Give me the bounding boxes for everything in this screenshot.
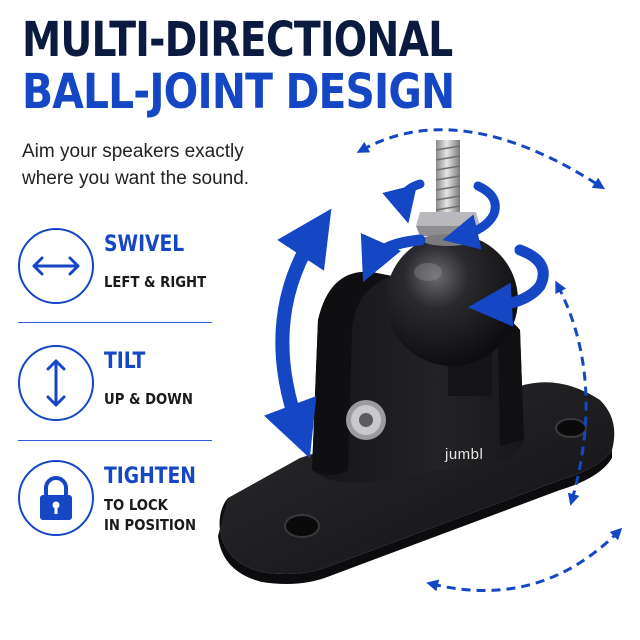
feature-tighten: TIGHTEN TO LOCK IN POSITION <box>18 460 218 552</box>
feature-tilt: TILT UP & DOWN <box>18 345 218 437</box>
divider <box>18 322 212 323</box>
feature-desc-tighten-line-1: TO LOCK <box>104 496 168 514</box>
feature-title-tighten: TIGHTEN <box>104 464 196 489</box>
padlock-icon <box>18 460 94 536</box>
feature-swivel: SWIVEL LEFT & RIGHT <box>18 228 218 320</box>
swivel-ring-arrow-top <box>382 179 425 224</box>
dashed-rotation-arc-top <box>356 128 606 190</box>
subtitle: Aim your speakers exactly where you want… <box>22 138 262 192</box>
side-bolt <box>346 400 386 440</box>
swivel-ring-arrow-top <box>442 181 500 250</box>
rotation-arrows <box>263 128 623 592</box>
swivel-ring-arrow-ball <box>360 232 426 283</box>
subtitle-line-2: where you want the sound. <box>22 168 250 189</box>
divider <box>18 440 212 441</box>
screw-hole <box>555 418 587 438</box>
headline-line-1: MULTI-DIRECTIONAL <box>22 12 453 68</box>
screw-hole <box>284 514 320 538</box>
tilt-arrow <box>263 208 332 459</box>
brand-logo-text: jumbl <box>445 446 484 463</box>
up-down-arrow-icon <box>18 345 94 421</box>
left-right-arrow-icon <box>18 228 94 304</box>
ball-joint <box>386 234 518 396</box>
feature-desc-tilt: UP & DOWN <box>104 390 193 408</box>
feature-title-tilt: TILT <box>104 349 146 374</box>
feature-desc-tighten-line-2: IN POSITION <box>104 516 197 534</box>
feature-title-swivel: SWIVEL <box>104 232 185 257</box>
feature-desc-swivel: LEFT & RIGHT <box>104 273 207 291</box>
swivel-ring-arrow-ball <box>468 244 549 327</box>
dashed-rotation-arc-bottom <box>426 527 623 592</box>
subtitle-line-1: Aim your speakers exactly <box>22 141 244 162</box>
headline-line-2: BALL-JOINT DESIGN <box>22 64 455 120</box>
